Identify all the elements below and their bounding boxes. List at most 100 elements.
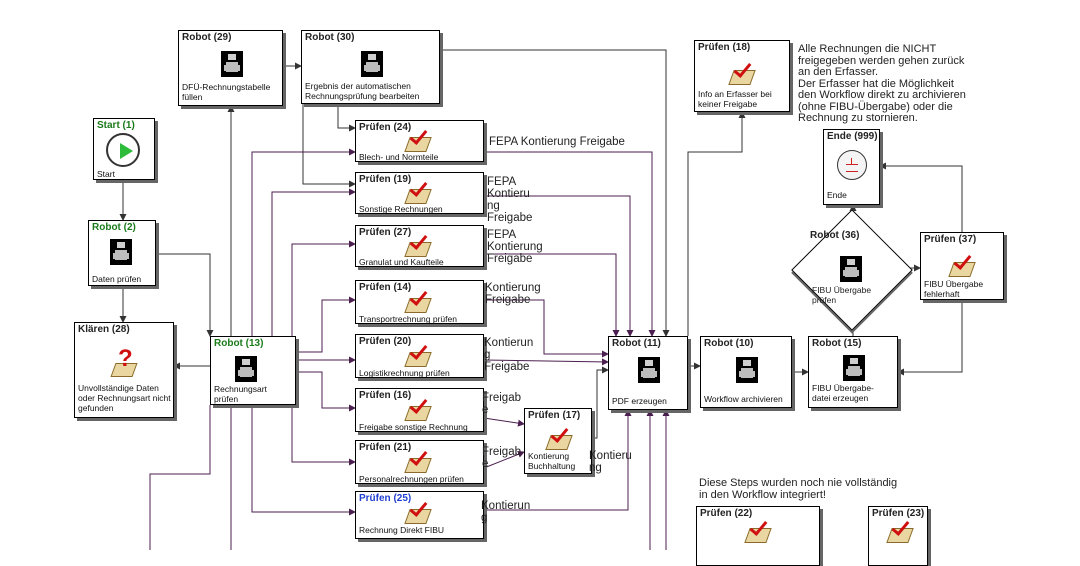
robot-29-node[interactable]: Robot (29) DFÜ-Rechnungstabelle füllen <box>178 30 283 106</box>
robot-2-node[interactable]: Robot (2) Daten prüfen <box>88 220 156 286</box>
robot-11-node[interactable]: Robot (11) PDF erzeugen <box>608 336 688 410</box>
checkmark-icon <box>405 233 431 257</box>
node-label: Daten prüfen <box>92 274 142 284</box>
node-title: Prüfen (14) <box>359 282 412 293</box>
checkmark-icon <box>949 253 975 277</box>
node-label: Rechnungsart prüfen <box>214 384 267 404</box>
checkmark-icon <box>729 61 755 85</box>
pruefen-17-node[interactable]: Prüfen (17) Kontierung Buchhaltung <box>524 408 592 474</box>
klaeren-28-node[interactable]: Klären (28) Unvollständige Daten oder Re… <box>74 322 174 418</box>
node-label: Kontierung Buchhaltung <box>528 451 576 471</box>
robot-icon <box>235 356 257 382</box>
node-title: Prüfen (25) <box>359 493 412 504</box>
node-label: Blech- und Normteile <box>359 152 439 162</box>
pruefen-22-node[interactable]: Prüfen (22) <box>696 506 820 566</box>
node-title: Ende (999) <box>827 131 878 142</box>
pruefen-19-node[interactable]: Prüfen (19) Sonstige Rechnungen <box>355 172 484 214</box>
play-icon <box>106 133 140 167</box>
node-label: FIBU Übergabe fehlerhaft <box>924 279 984 299</box>
node-label: Workflow archivieren <box>704 394 783 404</box>
checkmark-icon <box>405 289 431 313</box>
node-label: Rechnung Direkt FIBU <box>359 525 445 535</box>
checkmark-icon <box>405 128 431 152</box>
edge-label: FEPA Kontieru ng Freigabe <box>487 176 533 224</box>
node-title: Robot (30) <box>305 32 355 43</box>
node-label: Granulat und Kaufteile <box>359 257 444 267</box>
node-title: Prüfen (22) <box>700 508 753 519</box>
node-label: DFÜ-Rechnungstabelle füllen <box>182 82 271 102</box>
pruefen-25-node[interactable]: Prüfen (25) Rechnung Direkt FIBU <box>355 491 484 539</box>
node-title: Robot (29) <box>182 32 232 43</box>
end-node[interactable]: Ende (999) Ende <box>823 129 880 205</box>
node-label: Sonstige Rechnungen <box>359 204 443 214</box>
ground-icon <box>837 150 867 180</box>
node-label: Start <box>97 169 115 179</box>
pruefen-23-node[interactable]: Prüfen (23) <box>868 506 928 566</box>
node-title: Prüfen (19) <box>359 174 412 185</box>
edge-label: FEPA Kontierung Freigabe <box>487 229 543 265</box>
robot-15-node[interactable]: Robot (15) FIBU Übergabe-datei erzeugen <box>808 336 898 408</box>
robot-36-title: Robot (36) <box>810 230 860 241</box>
pruefen-16-node[interactable]: Prüfen (16) Freigabe sonstige Rechnung <box>355 388 484 432</box>
robot-13-node[interactable]: Robot (13) Rechnungsart prüfen <box>210 336 296 405</box>
node-label: Logistikrechnung prüfen <box>359 368 450 378</box>
node-title: Robot (11) <box>612 338 661 349</box>
checkmark-icon <box>405 449 431 473</box>
robot-30-node[interactable]: Robot (30) Ergebnis der automatischen Re… <box>301 30 440 104</box>
node-title: Prüfen (37) <box>924 234 977 245</box>
pruefen-14-node[interactable]: Prüfen (14) Transportrechnung prüfen <box>355 280 484 324</box>
robot-icon <box>361 51 383 77</box>
node-label: Unvollständige Daten oder Rechnungsart n… <box>78 383 171 413</box>
edge-label: Freigab e <box>482 392 521 416</box>
node-label: Freigabe sonstige Rechnung <box>359 422 468 432</box>
node-title: Prüfen (16) <box>359 390 412 401</box>
node-title: Prüfen (17) <box>528 410 581 421</box>
checkmark-icon <box>405 343 431 367</box>
node-title: Prüfen (24) <box>359 122 412 133</box>
node-title: Robot (2) <box>92 222 136 233</box>
robot-icon <box>736 357 758 383</box>
question-icon <box>111 345 137 377</box>
robot-icon <box>843 355 865 381</box>
node-label: Personalrechnungen prüfen <box>359 474 464 484</box>
node-title: Prüfen (18) <box>698 42 751 53</box>
checkmark-icon <box>546 426 572 450</box>
pruefen-27-node[interactable]: Prüfen (27) Granulat und Kaufteile <box>355 225 484 267</box>
node-title: Robot (13) <box>214 338 264 349</box>
edge-label: FEPA Kontierung Freigabe <box>489 136 625 148</box>
checkmark-icon <box>405 397 431 421</box>
robot-icon <box>638 357 660 383</box>
edge-label: Kontieru ng <box>589 450 632 474</box>
robot-icon <box>840 256 862 282</box>
pruefen-18-node[interactable]: Prüfen (18) Info an Erfasser bei keiner … <box>694 40 790 112</box>
checkmark-icon <box>405 180 431 204</box>
robot-10-node[interactable]: Robot (10) Workflow archivieren <box>700 336 792 408</box>
node-label: Transportrechnung prüfen <box>359 314 457 324</box>
node-label: PDF erzeugen <box>612 396 667 406</box>
node-title: Prüfen (21) <box>359 442 412 453</box>
steps-note: Diese Steps wurden noch nie vollständig … <box>699 477 898 501</box>
node-title: Prüfen (27) <box>359 227 412 238</box>
checkmark-icon <box>745 519 771 543</box>
checkmark-icon <box>405 500 431 524</box>
edge-label: Freigab e <box>482 446 521 470</box>
checkmark-icon <box>887 519 913 543</box>
robot-icon <box>110 239 132 265</box>
edge-label: Kontierung Freigabe <box>485 282 541 306</box>
node-title: Start (1) <box>97 120 135 131</box>
node-label: Ergebnis der automatischen Rechnungsprüf… <box>305 81 420 101</box>
edge-label: Kontierun g <box>481 500 531 524</box>
robot-icon <box>221 51 243 77</box>
node-label: Ende <box>827 190 847 200</box>
pruefen-21-node[interactable]: Prüfen (21) Personalrechnungen prüfen <box>355 440 484 484</box>
node-title: Robot (10) <box>704 338 754 349</box>
pruefen-20-node[interactable]: Prüfen (20) Logistikrechnung prüfen <box>355 334 484 378</box>
pruefen-24-node[interactable]: Prüfen (24) Blech- und Normteile <box>355 120 484 162</box>
pruefen-37-node[interactable]: Prüfen (37) FIBU Übergabe fehlerhaft <box>920 232 1004 300</box>
node-title: Prüfen (23) <box>872 508 925 519</box>
start-node[interactable]: Start (1) Start <box>93 118 155 180</box>
robot-36-label: FIBU Übergabe prüfen <box>812 285 872 305</box>
node-title: Robot (15) <box>812 338 862 349</box>
node-title: Klären (28) <box>78 324 130 335</box>
info-note: Alle Rechnungen die NICHT freigegeben we… <box>798 43 966 124</box>
